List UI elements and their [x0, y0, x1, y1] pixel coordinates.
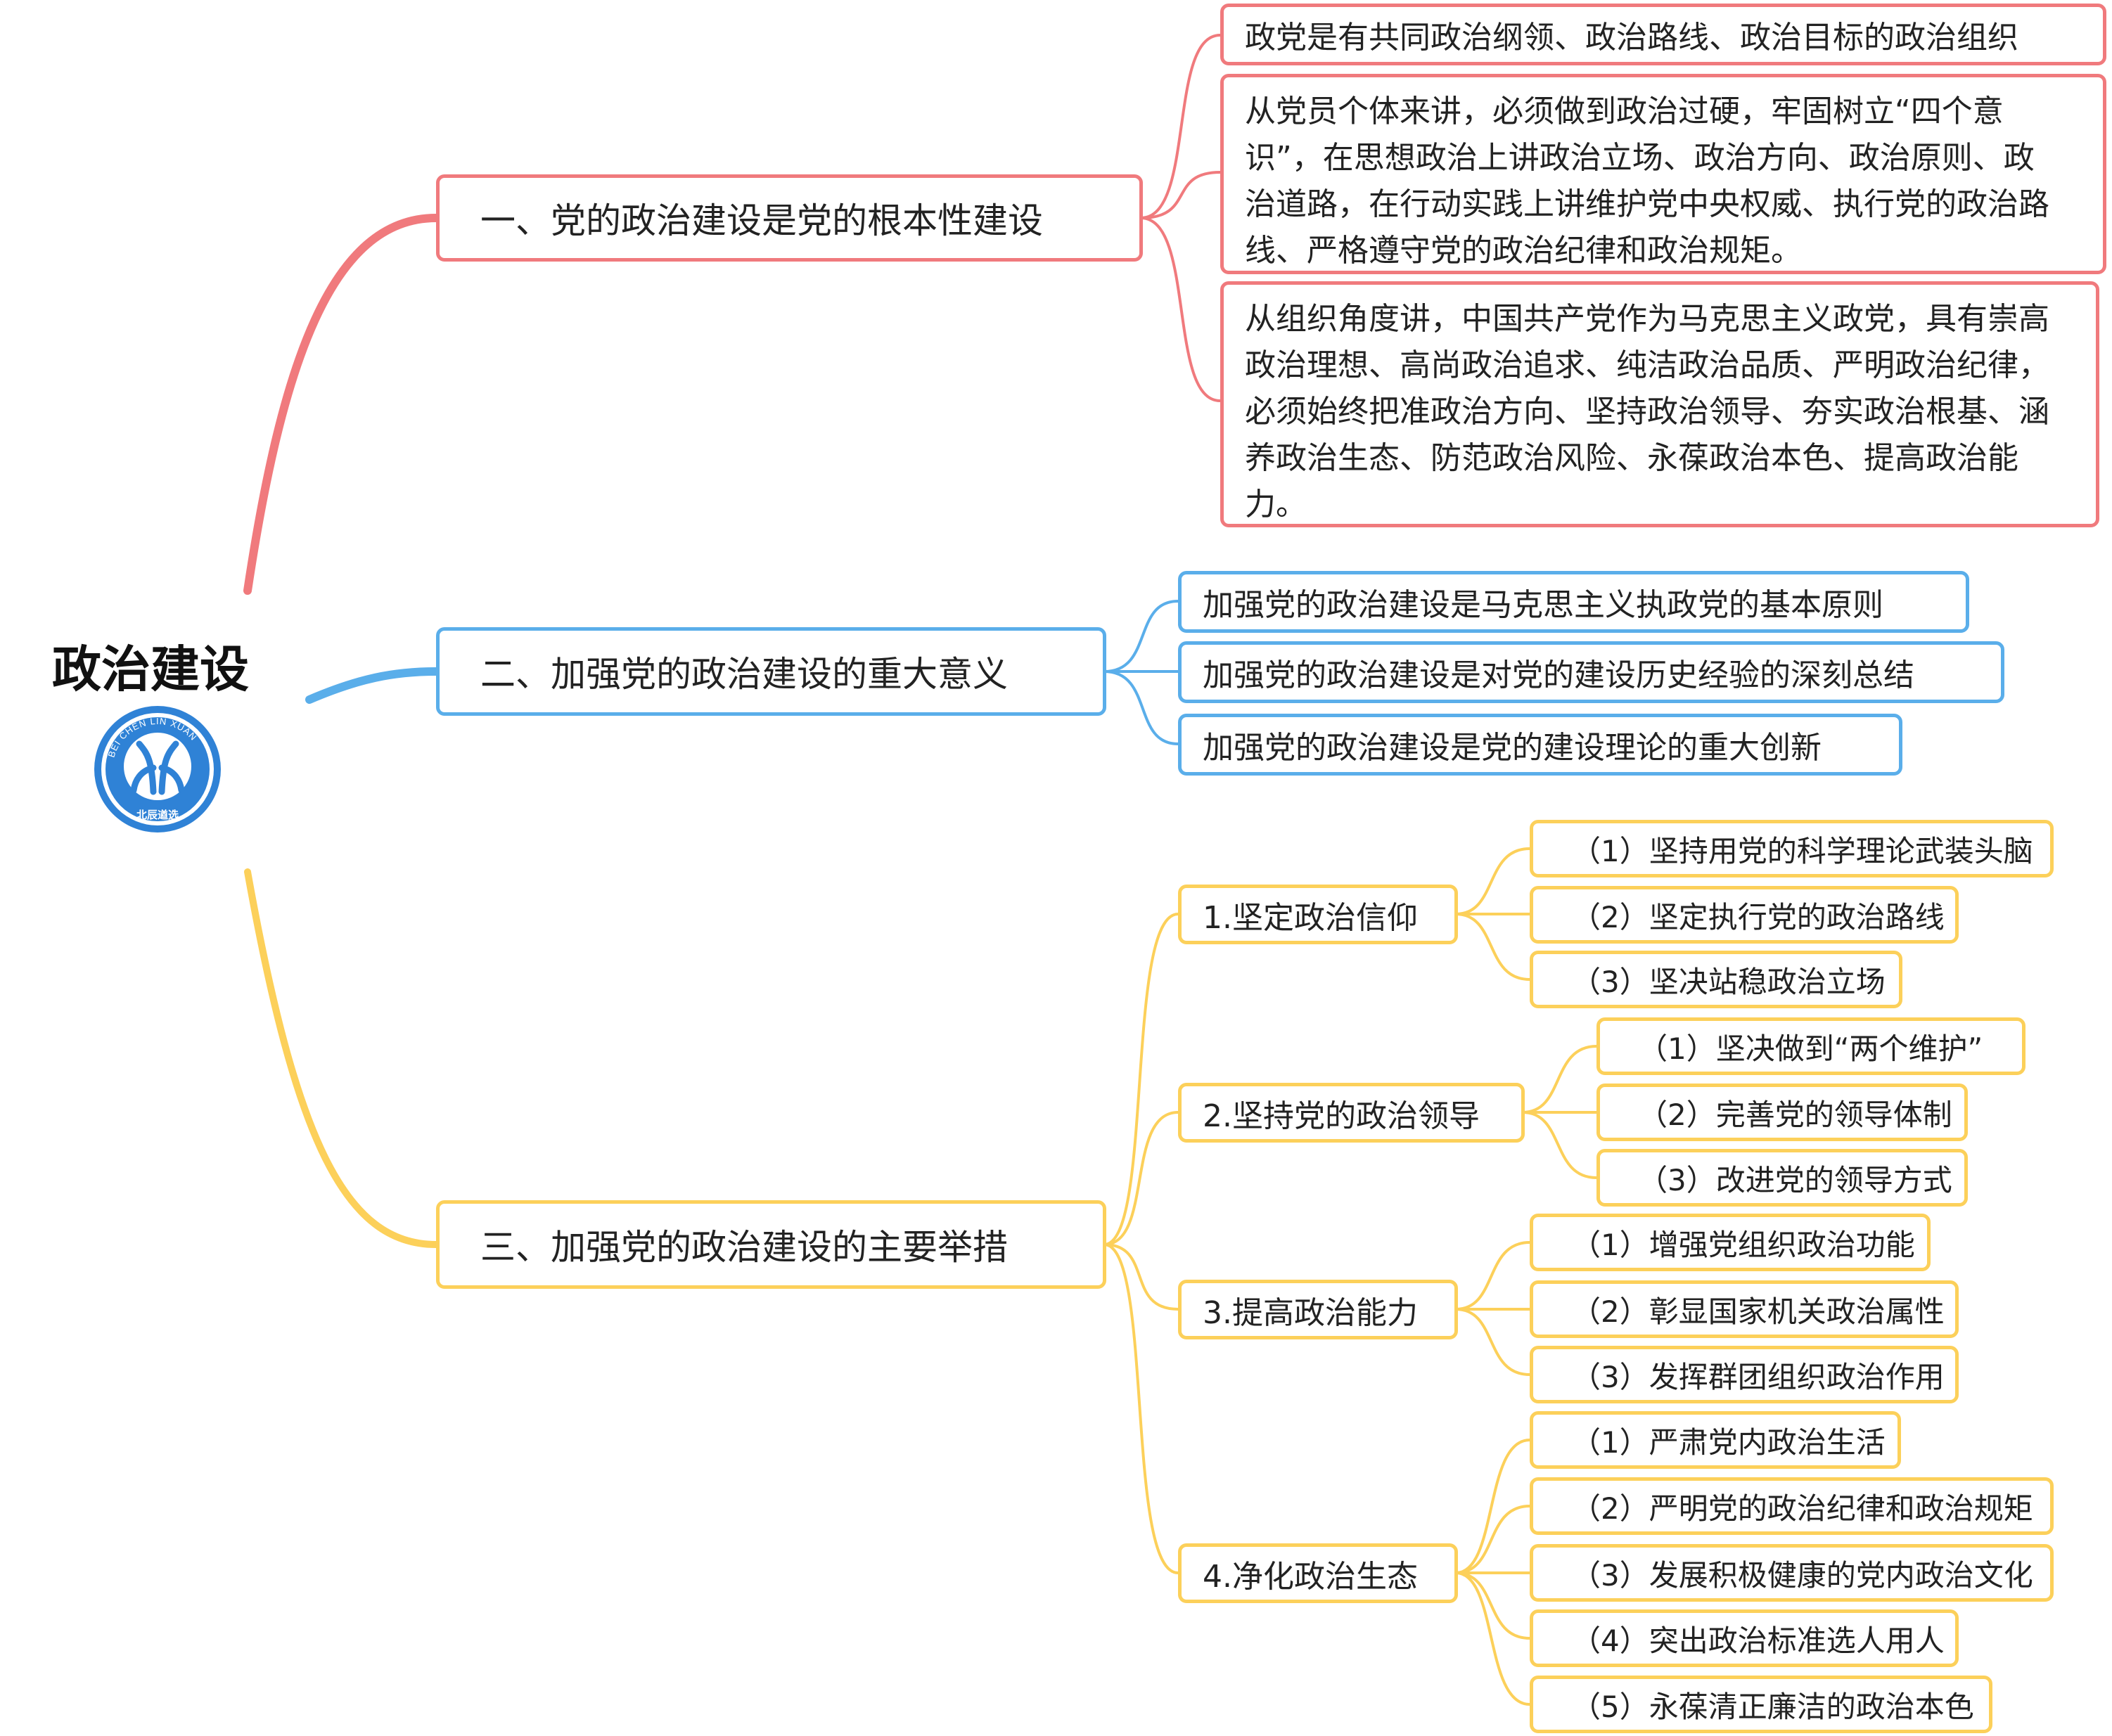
group-label: 4.净化政治生态: [1203, 1558, 1418, 1595]
item-leadership-style[interactable]: （3）改进党的领导方式: [1596, 1149, 1968, 1207]
item-integrity[interactable]: （5）永葆清正廉洁的政治本色: [1530, 1676, 1992, 1733]
item-inner-party-life[interactable]: （1）严肃党内政治生活: [1530, 1411, 1901, 1469]
branch-measures[interactable]: 三、加强党的政治建设的主要举措: [436, 1200, 1106, 1289]
leaf-organization[interactable]: 从组织角度讲，中国共产党作为马克思主义政党，具有崇高政治理想、高尚政治追求、纯洁…: [1220, 281, 2099, 527]
leaf-text: 加强党的政治建设是对党的建设历史经验的深刻总结: [1203, 657, 1914, 693]
leaf-basic-principle[interactable]: 加强党的政治建设是马克思主义执政党的基本原则: [1178, 571, 1969, 633]
leaf-individual-members[interactable]: 从党员个体来讲，必须做到政治过硬，牢固树立“四个意识”，在思想政治上讲政治立场、…: [1220, 74, 2106, 274]
leaf-theoretical-innovation[interactable]: 加强党的政治建设是党的建设理论的重大创新: [1178, 714, 1902, 776]
item-text: （2）彰显国家机关政治属性: [1571, 1294, 1945, 1329]
item-text: （1）严肃党内政治生活: [1571, 1425, 1886, 1460]
group-political-leadership[interactable]: 2.坚持党的政治领导: [1178, 1083, 1525, 1143]
item-text: （3）改进党的领导方式: [1638, 1162, 1952, 1197]
item-text: （5）永葆清正廉洁的政治本色: [1571, 1689, 1974, 1724]
item-theory-arm[interactable]: （1）坚持用党的科学理论武装头脑: [1530, 820, 2054, 877]
item-text: （2）严明党的政治纪律和政治规矩: [1571, 1491, 2033, 1526]
group-political-capacity[interactable]: 3.提高政治能力: [1178, 1280, 1458, 1339]
leaf-historical-experience[interactable]: 加强党的政治建设是对党的建设历史经验的深刻总结: [1178, 641, 2004, 703]
item-text: （4）突出政治标准选人用人: [1571, 1623, 1945, 1658]
branch-label: 二、加强党的政治建设的重大意义: [480, 654, 1008, 695]
group-political-belief[interactable]: 1.坚定政治信仰: [1178, 885, 1458, 944]
group-label: 1.坚定政治信仰: [1203, 899, 1418, 936]
leaf-party-definition[interactable]: 政党是有共同政治纲领、政治路线、政治目标的政治组织: [1220, 4, 2106, 65]
item-text: （1）坚持用党的科学理论武装头脑: [1571, 833, 2033, 868]
leaf-text: 加强党的政治建设是党的建设理论的重大创新: [1203, 730, 1822, 766]
branch-significance[interactable]: 二、加强党的政治建设的重大意义: [436, 627, 1106, 716]
group-label: 2.坚持党的政治领导: [1203, 1098, 1480, 1134]
leaf-text: 加强党的政治建设是马克思主义执政党的基本原则: [1203, 587, 1883, 623]
item-state-organs[interactable]: （2）彰显国家机关政治属性: [1530, 1280, 1959, 1338]
item-leadership-system[interactable]: （2）完善党的领导体制: [1596, 1084, 1968, 1141]
item-text: （3）发展积极健康的党内政治文化: [1571, 1557, 2033, 1593]
item-mass-organizations[interactable]: （3）发挥群团组织政治作用: [1530, 1346, 1959, 1403]
item-political-line[interactable]: （2）坚定执行党的政治路线: [1530, 886, 1959, 944]
root-title: 政治建设: [52, 641, 249, 698]
group-label: 3.提高政治能力: [1203, 1294, 1418, 1331]
item-discipline-rules[interactable]: （2）严明党的政治纪律和政治规矩: [1530, 1477, 2054, 1535]
item-political-stance[interactable]: （3）坚决站稳政治立场: [1530, 951, 1902, 1008]
branch-label: 三、加强党的政治建设的主要举措: [480, 1227, 1008, 1268]
item-text: （2）完善党的领导体制: [1638, 1097, 1952, 1132]
branch-fundamental[interactable]: 一、党的政治建设是党的根本性建设: [436, 174, 1143, 262]
item-political-culture[interactable]: （3）发展积极健康的党内政治文化: [1530, 1544, 2054, 1602]
item-text: （3）坚决站稳政治立场: [1571, 964, 1886, 999]
item-text: （1）增强党组织政治功能: [1571, 1227, 1915, 1262]
logo-caption: 北辰遒选: [136, 809, 179, 821]
item-text: （3）发挥群团组织政治作用: [1571, 1359, 1945, 1394]
leaf-text: 从组织角度讲，中国共产党作为马克思主义政党，具有崇高政治理想、高尚政治追求、纯洁…: [1245, 301, 2049, 522]
item-two-safeguards[interactable]: （1）坚决做到“两个维护”: [1596, 1017, 2025, 1075]
group-political-ecology[interactable]: 4.净化政治生态: [1178, 1543, 1458, 1603]
item-party-org-function[interactable]: （1）增强党组织政治功能: [1530, 1214, 1931, 1271]
logo-badge-icon: BEI CHEN LIN XUAN 北辰遒选: [94, 706, 221, 832]
item-text: （1）坚决做到“两个维护”: [1638, 1031, 1983, 1066]
item-text: （2）坚定执行党的政治路线: [1571, 899, 1945, 934]
leaf-text: 从党员个体来讲，必须做到政治过硬，牢固树立“四个意识”，在思想政治上讲政治立场、…: [1245, 94, 2049, 269]
branch-label: 一、党的政治建设是党的根本性建设: [480, 200, 1043, 241]
item-personnel-selection[interactable]: （4）突出政治标准选人用人: [1530, 1609, 1959, 1667]
leaf-text: 政党是有共同政治纲领、政治路线、政治目标的政治组织: [1245, 20, 2018, 56]
